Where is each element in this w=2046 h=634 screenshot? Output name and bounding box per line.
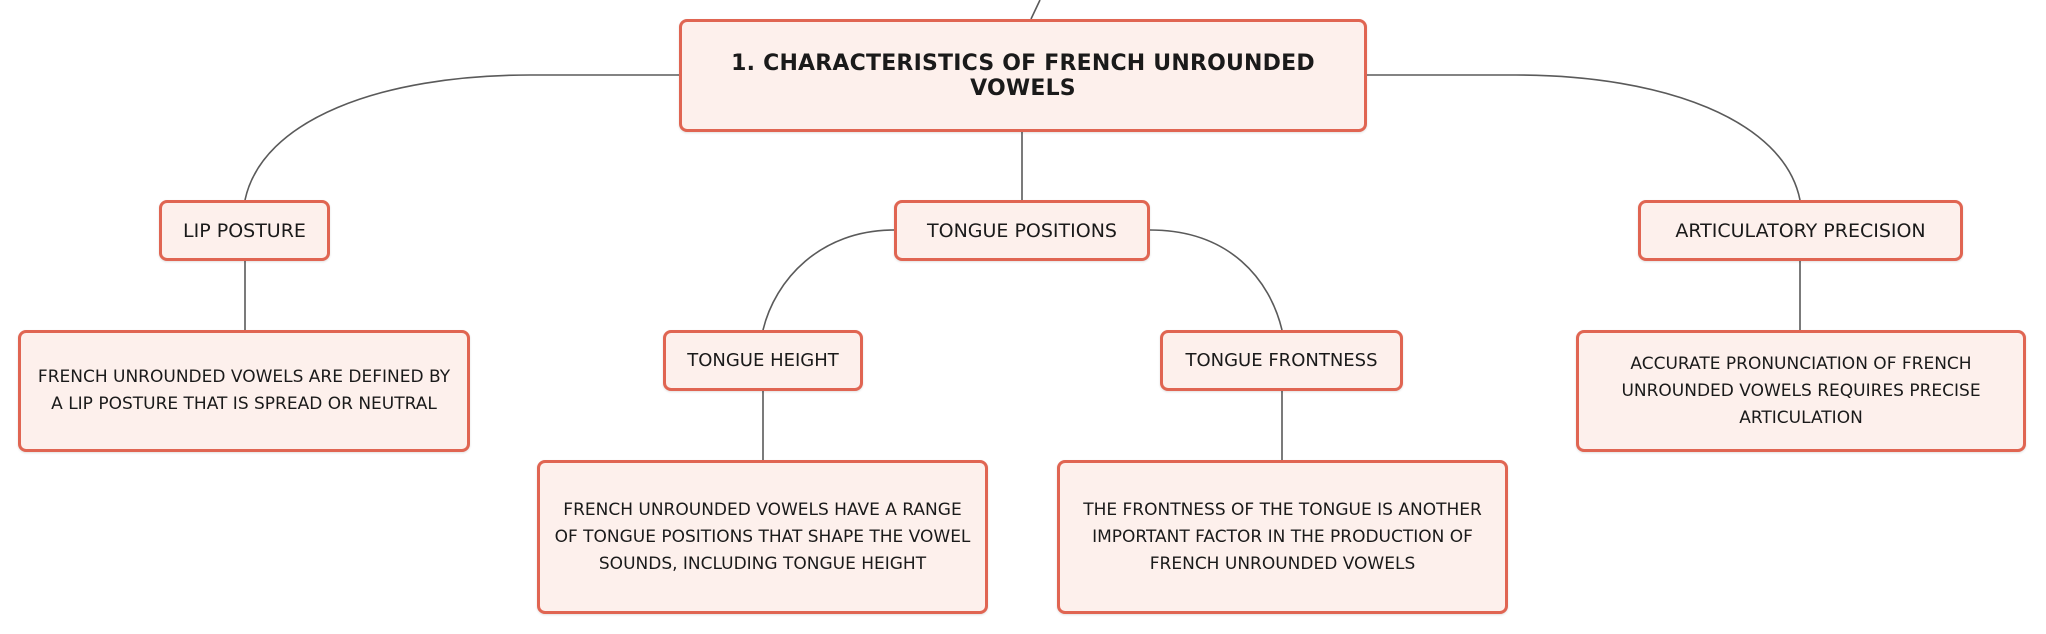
connector-root-lip-posture: [244, 74, 679, 201]
topic-label-tongue-frontness: TONGUE FRONTNESS: [1185, 350, 1378, 371]
topic-node-lip-posture[interactable]: LIP POSTURE: [159, 200, 330, 261]
root-topic-label: 1. CHARACTERISTICS OF FRENCH UNROUNDED V…: [731, 50, 1315, 101]
detail-node-tongue-frontness[interactable]: THE FRONTNESS OF THE TONGUE IS ANOTHER I…: [1057, 460, 1508, 614]
root-topic-node[interactable]: 1. CHARACTERISTICS OF FRENCH UNROUNDED V…: [679, 19, 1367, 132]
detail-text-articulatory-precision: ACCURATE PRONUNCIATION OF FRENCH UNROUND…: [1621, 353, 1981, 428]
topic-node-tongue-height[interactable]: TONGUE HEIGHT: [663, 330, 863, 391]
detail-text-tongue-frontness: THE FRONTNESS OF THE TONGUE IS ANOTHER I…: [1083, 499, 1482, 574]
topic-node-tongue-frontness[interactable]: TONGUE FRONTNESS: [1160, 330, 1403, 391]
connector-incoming-root: [1030, 0, 1041, 20]
connector-root-articulatory-precision: [1367, 74, 1801, 201]
topic-label-tongue-height: TONGUE HEIGHT: [687, 350, 839, 371]
detail-text-tongue-height: FRENCH UNROUNDED VOWELS HAVE A RANGE OF …: [554, 499, 971, 574]
detail-text-lip-posture: FRENCH UNROUNDED VOWELS ARE DEFINED BY A…: [37, 367, 451, 414]
topic-label-tongue-positions: TONGUE POSITIONS: [927, 219, 1117, 242]
connector-tongue-positions-frontness: [1149, 229, 1283, 331]
connector-tongue-positions-height: [762, 229, 895, 331]
topic-node-articulatory-precision[interactable]: ARTICULATORY PRECISION: [1638, 200, 1963, 261]
topic-node-tongue-positions[interactable]: TONGUE POSITIONS: [894, 200, 1150, 261]
detail-node-lip-posture[interactable]: FRENCH UNROUNDED VOWELS ARE DEFINED BY A…: [18, 330, 470, 452]
detail-node-tongue-height[interactable]: FRENCH UNROUNDED VOWELS HAVE A RANGE OF …: [537, 460, 988, 614]
topic-label-articulatory-precision: ARTICULATORY PRECISION: [1675, 219, 1926, 242]
topic-label-lip-posture: LIP POSTURE: [183, 219, 306, 242]
detail-node-articulatory-precision[interactable]: ACCURATE PRONUNCIATION OF FRENCH UNROUND…: [1576, 330, 2026, 452]
